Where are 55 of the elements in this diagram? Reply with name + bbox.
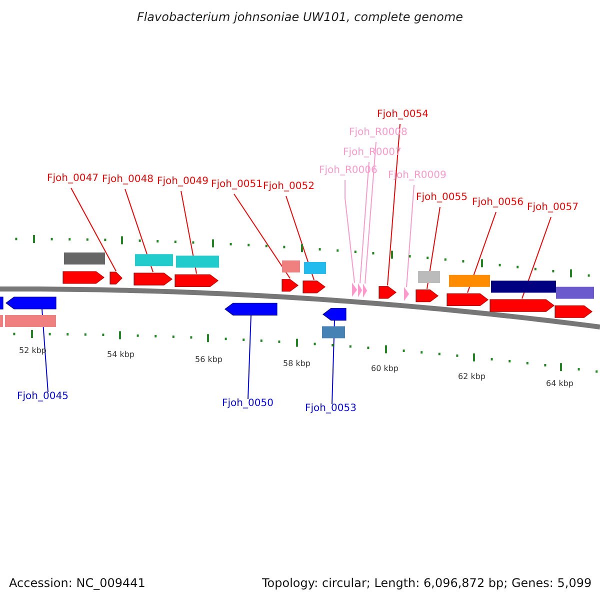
leader-line [364,142,376,284]
gene-label: Fjoh_0050 [222,398,274,410]
scale-label: 60 kbp [371,364,399,374]
leader-line [426,206,440,290]
leader-line [522,216,552,300]
gene-label: Fjoh_0048 [102,174,154,186]
leader-line [248,314,252,400]
gene-label: Fjoh_0055 [416,192,468,204]
gene-label: Fjoh_0053 [305,403,356,415]
footer-text: Topology: circular; Length: 6,096,872 bp; Genes: 5,099 [262,575,592,592]
scale-label: 56 kbp [195,355,223,365]
leader-line [286,196,314,280]
gene-label: Fjoh_0049 [157,176,208,188]
gene-block [490,299,554,312]
title: Flavobacterium johnsoniae UW101, complete genome [136,9,464,26]
gene-block [0,296,4,310]
leader-line [332,320,335,404]
gene-block [62,271,104,284]
gene-label: Fjoh_0052 [263,181,314,193]
leader-line [344,180,355,284]
gene-label: Fjoh_0057 [527,202,578,214]
leader-line [360,162,370,284]
gene-block [322,308,346,321]
gene-label: Fjoh_0047 [47,173,98,185]
leader-line [406,184,414,288]
scale-label: 62 kbp [458,372,486,382]
rna-gene-triangle [404,287,409,301]
gene-block [302,280,326,294]
gene-label: Fjoh_0054 [377,109,428,121]
scale-label: 54 kbp [107,350,135,360]
gene-block [378,286,396,299]
gene-block [134,272,172,286]
gene-block [110,272,122,284]
rna-gene-triangle [352,282,357,297]
leader-line [234,194,290,279]
gene-label: Fjoh_0051 [211,179,262,191]
gene-block [446,293,488,306]
gene-block [174,274,218,287]
gene-block [282,279,298,292]
rna-gene-triangle [358,283,362,298]
gene-block [554,305,592,318]
gene-block [416,290,438,302]
rna-gene-triangle [363,284,367,298]
scale-label: 64 kbp [546,379,574,389]
leader-line [467,212,496,294]
leader-line [387,124,400,286]
gene-label: Fjoh_0056 [472,197,524,209]
scale-label: 58 kbp [283,359,311,369]
footer-text: Accession: NC_009441 [9,575,146,592]
leader-line [124,188,154,273]
gene-label: Fjoh_0045 [17,391,68,403]
gene-block [6,296,56,310]
leader-line [180,190,197,274]
gene-block [224,302,278,316]
leader-line [70,188,116,272]
